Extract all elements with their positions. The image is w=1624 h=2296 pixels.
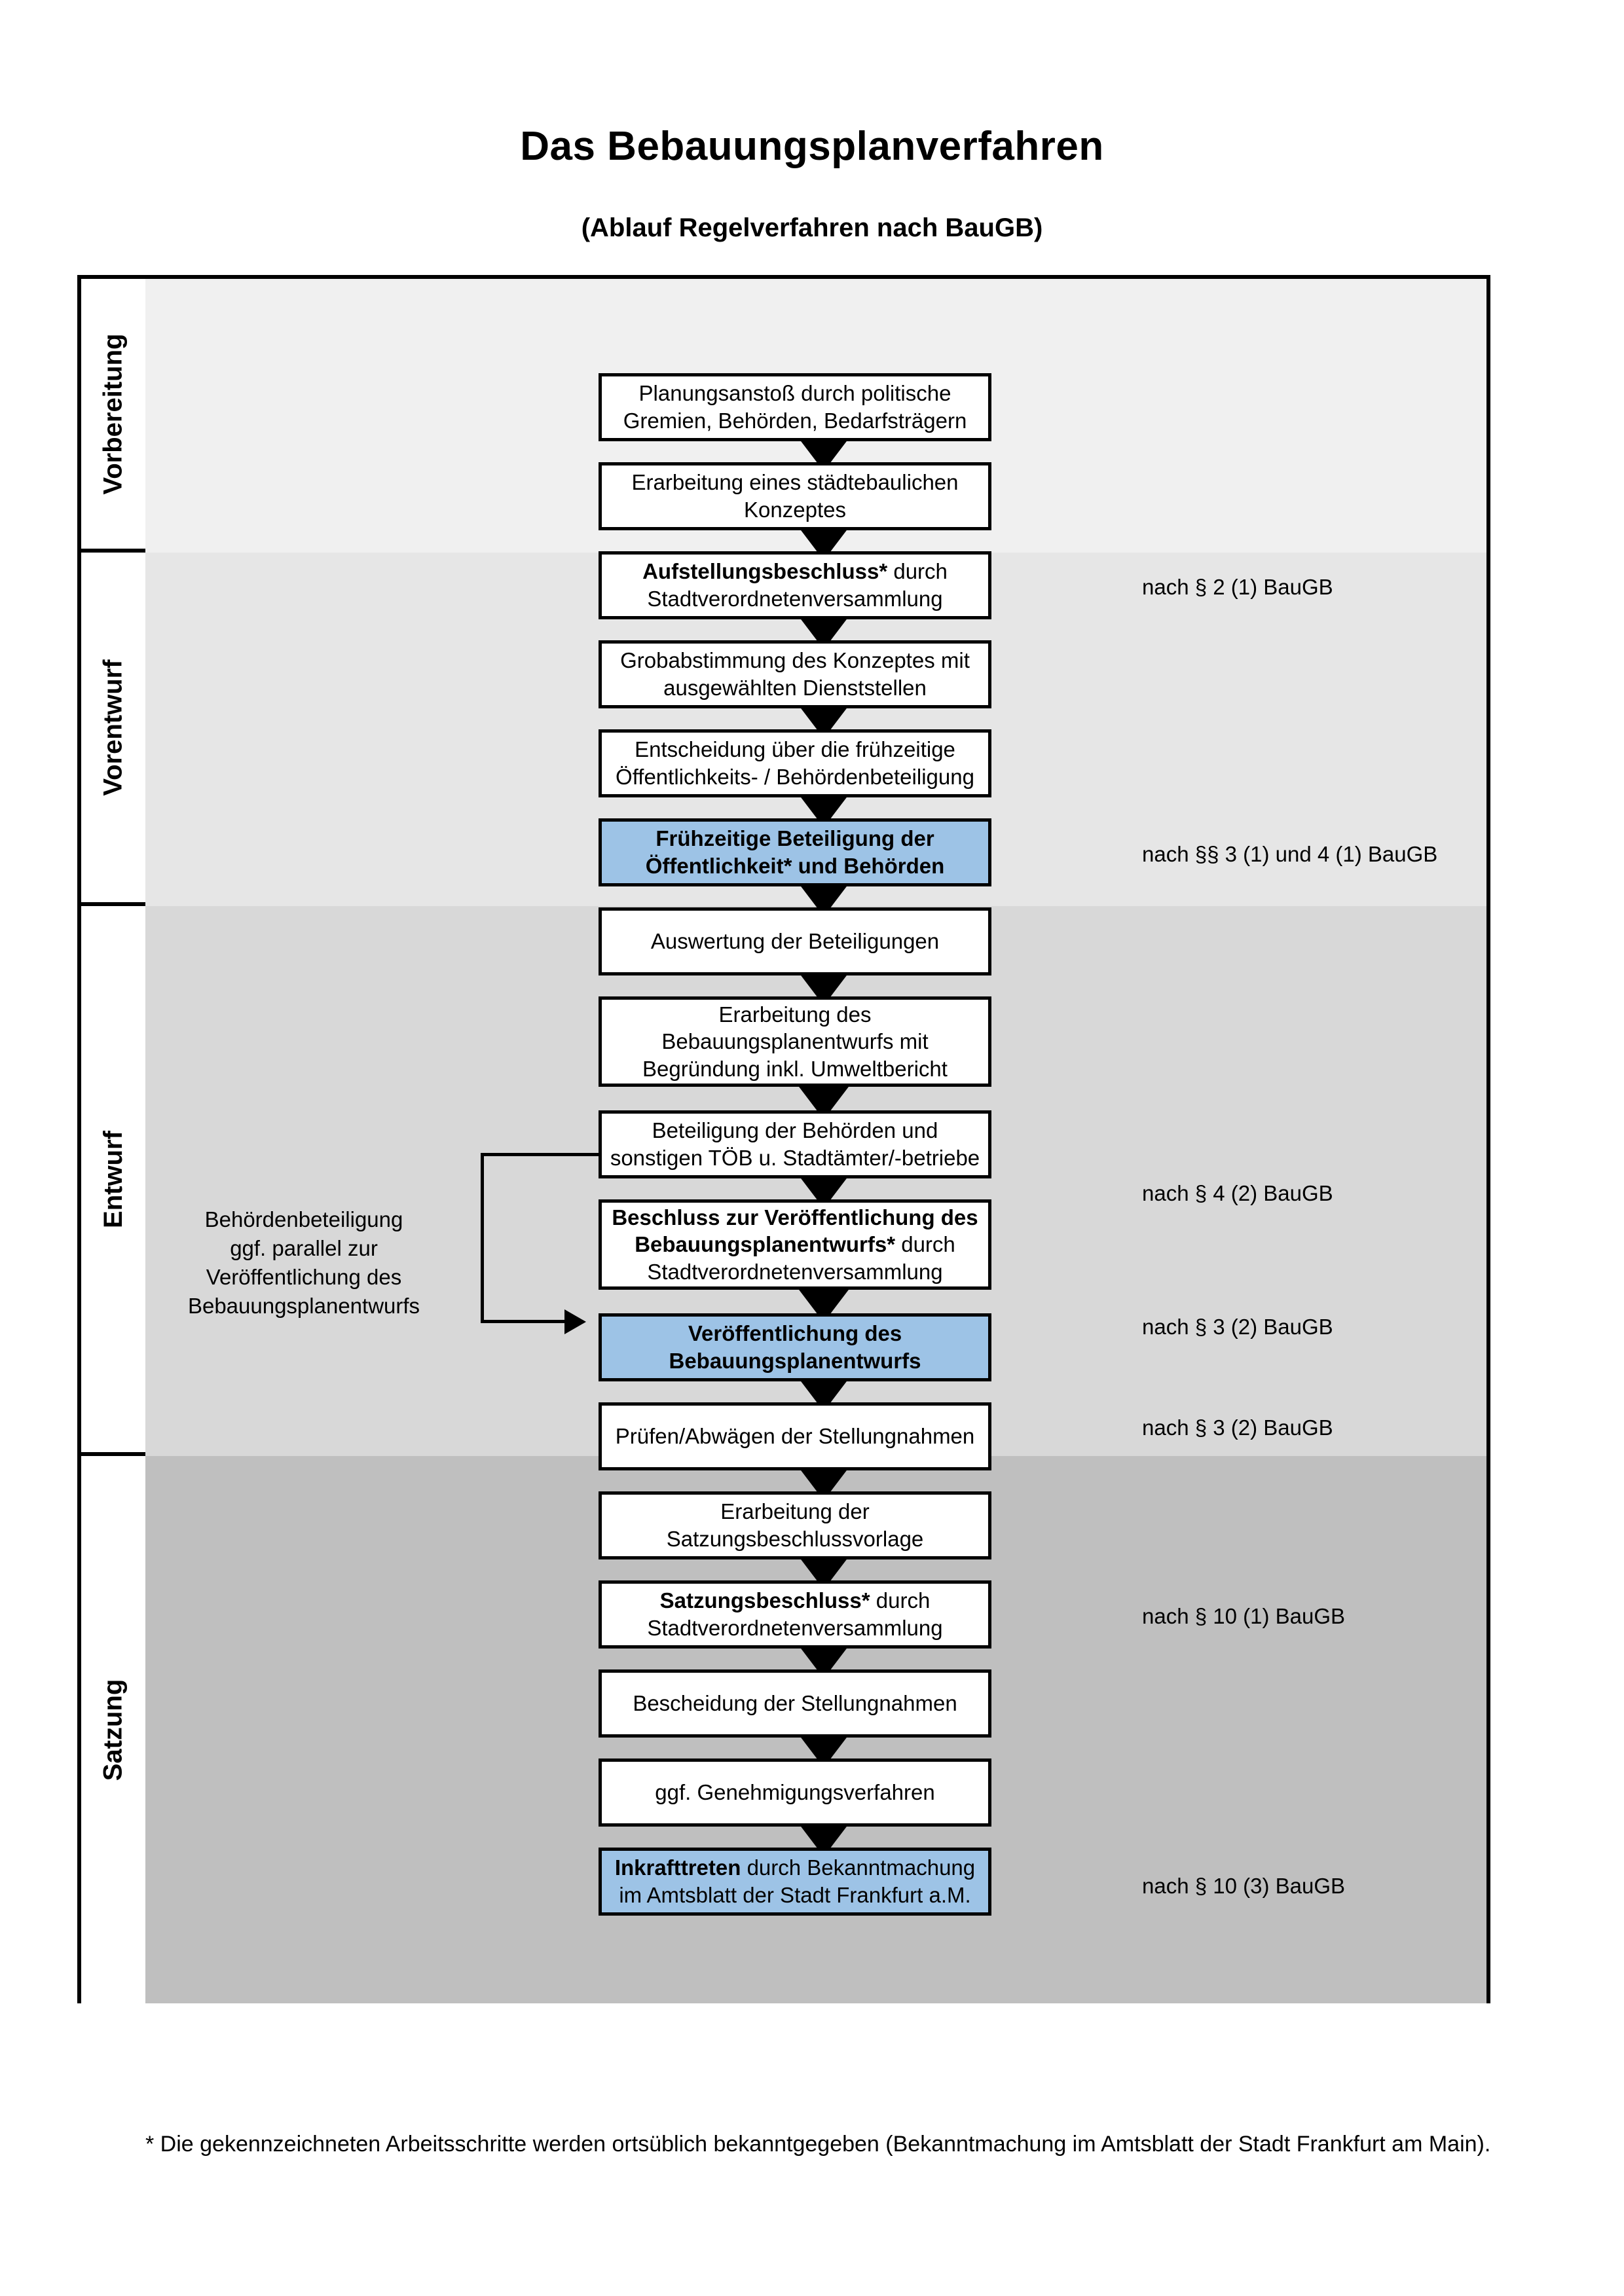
step-line: Begründung inkl. Umweltbericht bbox=[642, 1056, 948, 1081]
step-line: ggf. Genehmigungsverfahren bbox=[655, 1780, 935, 1805]
step-line-bold: Satzungsbeschluss* bbox=[659, 1588, 870, 1613]
page-title: Das Bebauungsplanverfahren bbox=[520, 124, 1104, 169]
feedback-loop-vertical-segment bbox=[481, 1153, 484, 1323]
step-line: Bescheidung der Stellungnahmen bbox=[633, 1691, 957, 1716]
step-box-auswertung-beteiligungen[interactable]: Auswertung der Beteiligungen bbox=[599, 907, 991, 975]
step-line: ausgewählten Dienststellen bbox=[663, 676, 927, 700]
step-line: Öffentlichkeit* und Behörden bbox=[645, 854, 945, 878]
phase-label-vorbereitung: Vorbereitung bbox=[81, 279, 145, 553]
step-line: Stadtverordnetenversammlung bbox=[647, 1616, 943, 1640]
step-box-beteiligung-behoerden-toeb[interactable]: Beteiligung der Behörden und sonstigen T… bbox=[599, 1110, 991, 1178]
step-box-entscheidung-fruehzeitige-beteiligung[interactable]: Entscheidung über die frühzeitige Öffent… bbox=[599, 729, 991, 797]
legal-reference-par10-3: nach § 10 (3) BauGB bbox=[1142, 1874, 1346, 1898]
step-box-genehmigungsverfahren[interactable]: ggf. Genehmigungsverfahren bbox=[599, 1758, 991, 1827]
feedback-loop-bottom-segment bbox=[481, 1320, 566, 1323]
side-note-line: Behördenbeteiligung bbox=[204, 1207, 403, 1231]
step-line: Beschluss zur Veröffentlichung des bbox=[612, 1205, 978, 1230]
footnote: * Die gekennzeichneten Arbeitsschritte w… bbox=[145, 2132, 1491, 2157]
step-line: Bebauungsplanentwurfs bbox=[669, 1349, 921, 1373]
step-line: Erarbeitung eines städtebaulichen bbox=[631, 470, 959, 495]
step-box-bescheidung-stellungnahmen[interactable]: Bescheidung der Stellungnahmen bbox=[599, 1669, 991, 1738]
phase-label-text: Vorbereitung bbox=[98, 333, 128, 494]
step-line: Stadtverordnetenversammlung bbox=[647, 1259, 943, 1284]
step-box-staedtebauliches-konzept[interactable]: Erarbeitung eines städtebaulichen Konzep… bbox=[599, 462, 991, 530]
step-line: Grobabstimmung des Konzeptes mit bbox=[620, 648, 970, 673]
step-line-bold: Inkrafttreten bbox=[614, 1855, 741, 1880]
step-line-bold: Aufstellungsbeschluss* bbox=[642, 559, 888, 584]
step-line: sonstigen TÖB u. Stadtämter/-betriebe bbox=[610, 1146, 980, 1170]
page-subtitle: (Ablauf Regelverfahren nach BauGB) bbox=[581, 213, 1043, 242]
step-line: Veröffentlichung des bbox=[688, 1321, 902, 1346]
step-line: Planungsanstoß durch politische bbox=[638, 381, 951, 406]
step-box-inkrafttreten[interactable]: Inkrafttreten durch Bekanntmachung im Am… bbox=[599, 1848, 991, 1916]
legal-reference-par3-2-a: nach § 3 (2) BauGB bbox=[1142, 1315, 1333, 1339]
step-box-beschluss-veroeffentlichung[interactable]: Beschluss zur Veröffentlichung des Bebau… bbox=[599, 1199, 991, 1290]
step-box-fruehzeitige-beteiligung[interactable]: Frühzeitige Beteiligung der Öffentlichke… bbox=[599, 818, 991, 886]
step-line: Stadtverordnetenversammlung bbox=[647, 587, 943, 611]
legal-reference-par3-2-b: nach § 3 (2) BauGB bbox=[1142, 1415, 1333, 1440]
step-line: Beteiligung der Behörden und bbox=[652, 1118, 938, 1143]
phase-label-text: Vorentwurf bbox=[98, 659, 128, 796]
phase-label-satzung: Satzung bbox=[81, 1456, 145, 2003]
side-note-line: ggf. parallel zur bbox=[230, 1235, 378, 1260]
legal-reference-par2-1: nach § 2 (1) BauGB bbox=[1142, 575, 1333, 599]
side-note-line: Veröffentlichung des bbox=[206, 1264, 402, 1289]
step-line: Erarbeitung des bbox=[718, 1002, 872, 1027]
step-box-aufstellungsbeschluss[interactable]: Aufstellungsbeschluss* durch Stadtverord… bbox=[599, 551, 991, 619]
step-line: Auswertung der Beteiligungen bbox=[650, 929, 940, 954]
side-note-behoerdenbeteiligung: Behördenbeteiligung ggf. parallel zur Ve… bbox=[166, 1205, 441, 1321]
step-box-planungsanstoss[interactable]: Planungsanstoß durch politische Gremien,… bbox=[599, 373, 991, 441]
process-frame: Vorbereitung Vorentwurf Entwurf Satzung bbox=[77, 275, 1490, 2003]
step-line: Prüfen/Abwägen der Stellungnahmen bbox=[615, 1424, 975, 1449]
step-line: Bebauungsplanentwurfs mit bbox=[661, 1029, 929, 1054]
phase-label-text: Satzung bbox=[98, 1679, 128, 1781]
step-line-rest: durch Bekanntmachung bbox=[741, 1855, 976, 1880]
step-line-rest: durch bbox=[895, 1232, 955, 1257]
step-box-grobabstimmung[interactable]: Grobabstimmung des Konzeptes mit ausgewä… bbox=[599, 640, 991, 708]
step-box-veroeffentlichung-entwurf[interactable]: Veröffentlichung des Bebauungsplanentwur… bbox=[599, 1313, 991, 1381]
legal-reference-par4-2: nach § 4 (2) BauGB bbox=[1142, 1181, 1333, 1205]
step-box-pruefen-abwaegen[interactable]: Prüfen/Abwägen der Stellungnahmen bbox=[599, 1402, 991, 1470]
feedback-loop-arrowhead bbox=[564, 1309, 586, 1334]
step-line-bold: Bebauungsplanentwurfs* bbox=[635, 1232, 896, 1257]
step-box-erarbeitung-satzungsbeschlussvorlage[interactable]: Erarbeitung der Satzungsbeschlussvorlage bbox=[599, 1491, 991, 1559]
phase-label-vorentwurf: Vorentwurf bbox=[81, 553, 145, 906]
phase-label-column: Vorbereitung Vorentwurf Entwurf Satzung bbox=[81, 279, 145, 2003]
side-note-line: Bebauungsplanentwurfs bbox=[187, 1293, 420, 1318]
step-line-rest: durch bbox=[887, 559, 948, 584]
step-line: Frühzeitige Beteiligung der bbox=[655, 826, 934, 851]
legal-reference-par10-1: nach § 10 (1) BauGB bbox=[1142, 1604, 1346, 1628]
legal-reference-par3-4-1: nach §§ 3 (1) und 4 (1) BauGB bbox=[1142, 842, 1438, 866]
step-line-rest: durch bbox=[870, 1588, 931, 1613]
step-line: Entscheidung über die frühzeitige bbox=[635, 737, 955, 762]
phase-label-text: Entwurf bbox=[98, 1130, 128, 1228]
step-box-satzungsbeschluss[interactable]: Satzungsbeschluss* durch Stadtverordnete… bbox=[599, 1580, 991, 1649]
step-line: Erarbeitung der bbox=[720, 1499, 870, 1524]
step-line: Öffentlichkeits- / Behördenbeteiligung bbox=[616, 765, 974, 789]
phase-label-entwurf: Entwurf bbox=[81, 906, 145, 1456]
step-line: Gremien, Behörden, Bedarfsträgern bbox=[623, 409, 967, 433]
step-box-erarbeitung-bebauungsplanentwurf[interactable]: Erarbeitung des Bebauungsplanentwurfs mi… bbox=[599, 996, 991, 1087]
step-line: Satzungsbeschlussvorlage bbox=[666, 1527, 924, 1551]
step-line: im Amtsblatt der Stadt Frankfurt a.M. bbox=[619, 1883, 971, 1907]
feedback-loop-top-segment bbox=[481, 1153, 599, 1156]
step-line: Konzeptes bbox=[744, 498, 846, 522]
